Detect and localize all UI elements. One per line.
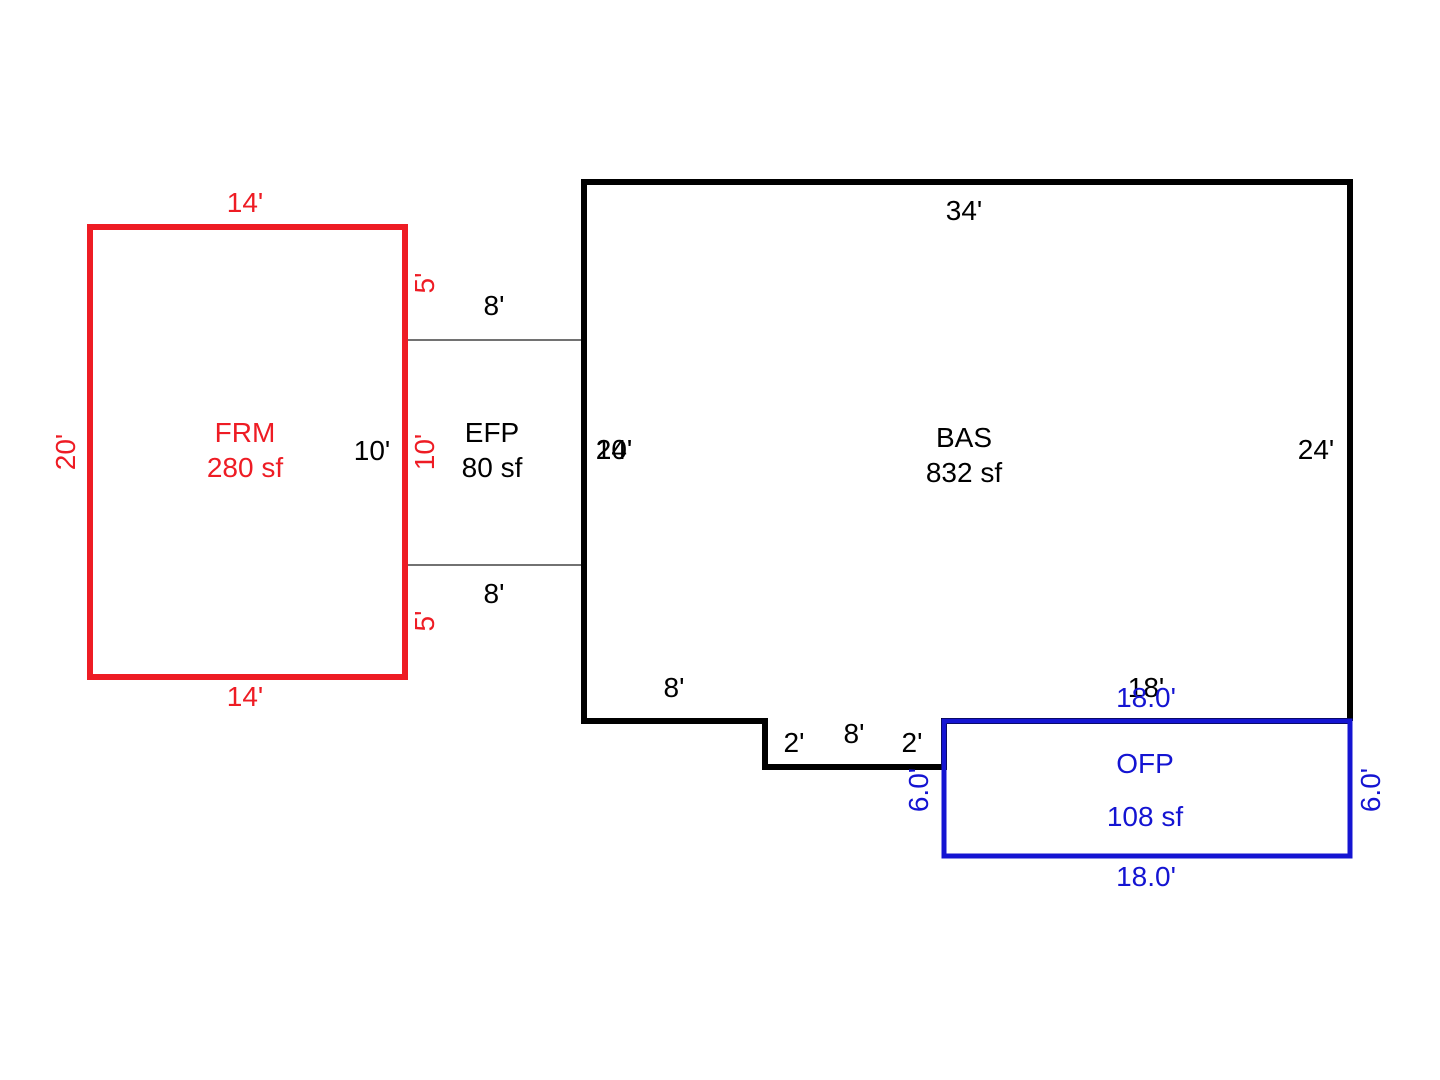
efp-area-size: 80 sf	[462, 452, 523, 483]
ofp-area-code: OFP	[1116, 748, 1174, 779]
bas-bottom-left-dimension: 8'	[664, 672, 685, 703]
ofp-left-dimension: 6.0'	[903, 768, 934, 812]
efp-top-dimension: 8'	[484, 290, 505, 321]
frm-right-upper-dimension: 5'	[409, 273, 440, 294]
efp-bottom-dimension: 8'	[484, 578, 505, 609]
efp-area-code: EFP	[465, 417, 519, 448]
frm-bottom-dimension: 14'	[227, 681, 264, 712]
bas-area-code: BAS	[936, 422, 992, 453]
frm-right-middle-dimension: 10'	[409, 434, 440, 471]
ofp-right-dimension: 6.0'	[1355, 768, 1386, 812]
bas-notch-bottom-dimension: 8'	[844, 718, 865, 749]
bas-notch-left-dimension: 2'	[784, 727, 805, 758]
ofp-area-size: 108 sf	[1107, 801, 1183, 832]
frm-right-lower-dimension: 5'	[409, 611, 440, 632]
bas-top-dimension: 34'	[946, 195, 983, 226]
bas-left-dimension-b: 24'	[596, 434, 633, 465]
ofp-top-dimension: 18.0'	[1116, 682, 1176, 713]
frm-area-size: 280 sf	[207, 452, 283, 483]
frm-left-dimension: 20'	[50, 434, 81, 471]
ofp-outline	[941, 718, 1353, 859]
frm-area-code: FRM	[215, 417, 276, 448]
bas-right-dimension: 24'	[1298, 434, 1335, 465]
bas-left-dimension-a: 10'	[596, 434, 633, 465]
frm-right-inner-dimension: 10'	[354, 435, 391, 466]
frm-top-dimension: 14'	[227, 187, 264, 218]
bas-bottom-right-dimension: 18'	[1128, 672, 1165, 703]
frm-outline	[87, 224, 408, 680]
bas-notch-right-dimension: 2'	[902, 727, 923, 758]
bas-area-size: 832 sf	[926, 457, 1002, 488]
ofp-bottom-dimension: 18.0'	[1116, 861, 1176, 892]
